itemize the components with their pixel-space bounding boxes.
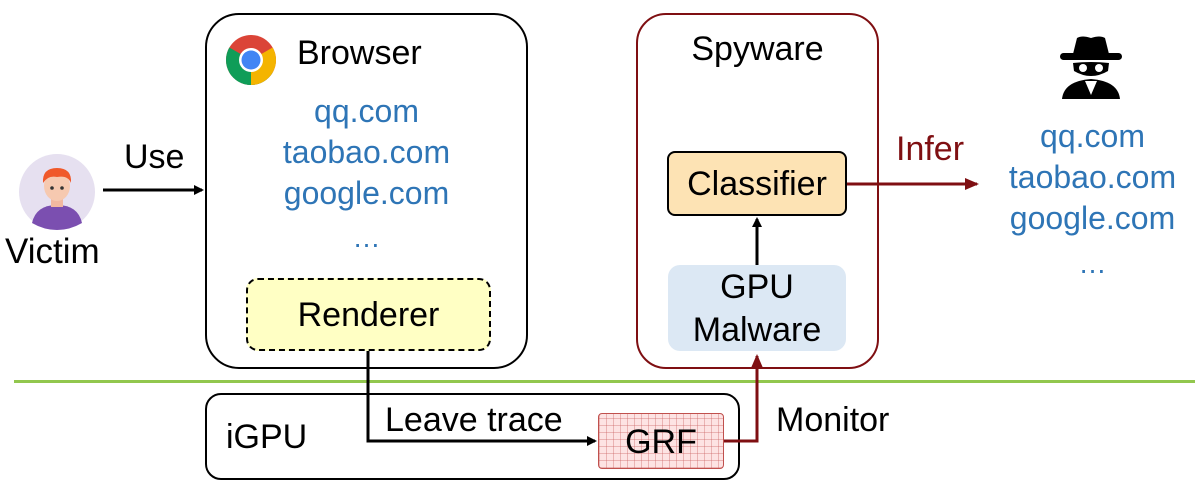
renderer-box	[246, 278, 491, 351]
gpu-malware-line2: Malware	[692, 311, 822, 349]
browser-site-3: google.com	[283, 175, 450, 211]
browser-site-1: qq.com	[314, 93, 419, 129]
spy-icon	[1060, 36, 1122, 99]
browser-title: Browser	[297, 34, 422, 72]
igpu-box	[205, 393, 740, 480]
gpu-malware-line1: GPU	[720, 268, 794, 306]
gpu-malware-box	[668, 265, 846, 351]
user-avatar-icon	[19, 154, 95, 230]
hardware-software-divider	[14, 380, 1195, 383]
igpu-title: iGPU	[226, 418, 308, 456]
spyware-title: Spyware	[691, 30, 824, 68]
grf-label: GRF	[625, 423, 697, 461]
inferred-site-3: google.com	[1009, 200, 1176, 236]
monitor-label: Monitor	[776, 401, 890, 439]
chrome-icon	[226, 35, 276, 85]
monitor-arrow	[724, 354, 763, 443]
browser-site-2: taobao.com	[282, 134, 451, 170]
grf-box	[598, 413, 724, 469]
classifier-label: Classifier	[687, 165, 827, 203]
leave-trace-label: Leave trace	[385, 401, 563, 439]
inferred-site-1: qq.com	[1040, 118, 1145, 154]
inferred-site-2: taobao.com	[1008, 159, 1177, 195]
victim-label: Victim	[5, 232, 100, 271]
browser-site-ellipsis: …	[352, 222, 381, 253]
inferred-site-ellipsis: …	[1078, 248, 1107, 279]
use-label: Use	[124, 138, 185, 176]
leave-trace-arrow	[366, 351, 597, 446]
classifier-box	[667, 151, 847, 216]
infer-label: Infer	[896, 130, 965, 168]
renderer-label: Renderer	[297, 296, 440, 334]
